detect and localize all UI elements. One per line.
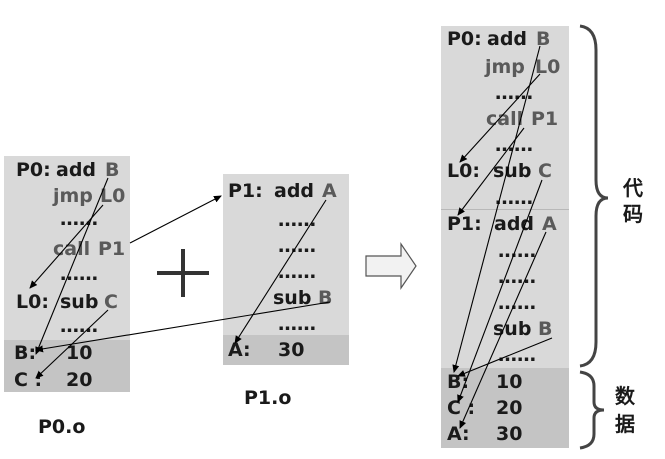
merged-label-p0: P0:	[447, 28, 482, 50]
merged-dots-7: ……	[498, 344, 536, 366]
p1-a-label: A:	[228, 339, 251, 361]
p0-c-value: 20	[66, 369, 93, 391]
p0-b-label: B:	[14, 342, 37, 364]
data-brace	[579, 370, 605, 450]
merged-dots-1: ……	[495, 82, 533, 104]
p1-filename: P1.o	[244, 387, 292, 409]
merged-sub: sub	[493, 160, 532, 182]
code-label-char-1: 代	[623, 176, 643, 200]
merged-jmp-arg: L0	[535, 56, 561, 78]
p0-filename: P0.o	[38, 416, 86, 438]
p0-c-label: C :	[14, 369, 43, 391]
merged-sub-2: sub	[493, 318, 532, 340]
p0-arrow-call-p1-to-p1	[129, 195, 222, 244]
merged-dots-4: ……	[498, 240, 536, 262]
merged-dots-2: ……	[495, 134, 533, 156]
merged-add: add	[487, 28, 528, 50]
p0-sub-arg: C	[104, 291, 118, 313]
p0-dots-3: ……	[60, 315, 98, 337]
data-label-char-2: 据	[615, 412, 635, 436]
merged-call: call	[486, 108, 524, 130]
p0-jmp: jmp	[53, 185, 93, 207]
p0-add: add	[56, 159, 97, 181]
p1-sub: sub	[273, 287, 312, 309]
merged-sub-arg: C	[538, 160, 552, 182]
p0-add-arg: B	[105, 159, 120, 181]
p1-label-p1: P1:	[228, 180, 263, 202]
merged-jmp: jmp	[485, 56, 525, 78]
merged-call-arg: P1	[531, 108, 559, 130]
merged-c-value: 20	[496, 397, 523, 419]
p0-label-l0: L0:	[16, 291, 49, 313]
merged-b-value: 10	[496, 371, 523, 393]
merged-label-l0: L0:	[447, 160, 480, 182]
p0-b-value: 10	[66, 342, 93, 364]
p0-call-arg: P1	[98, 238, 126, 260]
p1-sub-arg: B	[318, 287, 333, 309]
p1-dots-3: ……	[278, 261, 316, 283]
merged-c-label: C :	[447, 397, 476, 419]
p0-sub: sub	[60, 291, 99, 313]
p1-dots-2: ……	[278, 235, 316, 257]
p1-add-arg: A	[322, 180, 337, 202]
p1-dots-4: ……	[278, 313, 316, 335]
merged-b-label: B:	[447, 371, 470, 393]
p0-dots-1: ……	[60, 208, 98, 230]
p0-dots-2: ……	[60, 263, 98, 285]
merged-a-value: 30	[496, 423, 523, 445]
p0-call: call	[53, 238, 91, 260]
p1-dots-1: ……	[278, 209, 316, 231]
p1-add: add	[274, 180, 315, 202]
merged-dots-3: ……	[495, 187, 533, 209]
p0-label-p0: P0:	[16, 159, 51, 181]
merged-add-2: add	[494, 213, 535, 235]
merged-a-label: A:	[447, 423, 470, 445]
p0-jmp-arg: L0	[100, 185, 126, 207]
merged-dots-5: ……	[498, 266, 536, 288]
merged-sub-2-arg: B	[538, 318, 553, 340]
merged-add-arg: B	[536, 28, 551, 50]
code-label-char-2: 码	[623, 202, 643, 226]
merged-add-2-arg: A	[542, 213, 557, 235]
plus-sign	[157, 249, 209, 297]
code-brace	[579, 24, 609, 368]
data-label-char-1: 数	[615, 384, 635, 408]
merged-dots-6: ……	[498, 292, 536, 314]
p1-a-value: 30	[278, 339, 305, 361]
merged-label-p1: P1:	[447, 213, 482, 235]
